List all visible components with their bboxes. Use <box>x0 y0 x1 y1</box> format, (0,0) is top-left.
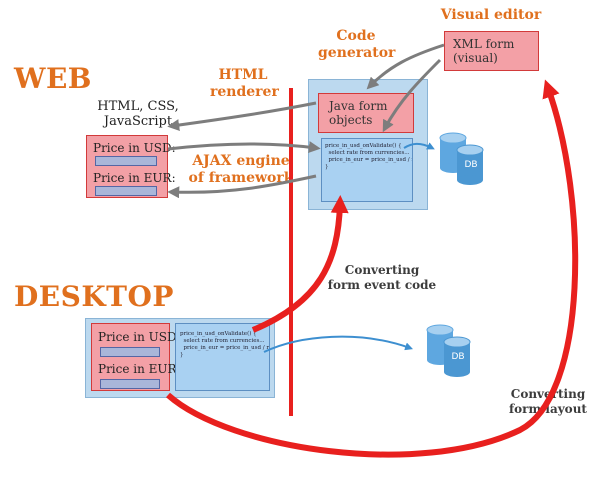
ajax-response-arrow <box>167 174 317 199</box>
code-generator-label: Code generator <box>318 28 396 61</box>
xml-form-line1: XML form <box>453 37 515 51</box>
desktop-eur-input[interactable] <box>100 379 160 389</box>
java-form-line1: Java form <box>329 99 388 113</box>
converting-event-label: Converting form event code <box>327 263 437 292</box>
desktop-db-label: DB <box>451 352 465 362</box>
desktop-code-line1: price_in_usd_onValidate() { <box>180 331 257 337</box>
code-gen-arrow <box>366 43 445 90</box>
desktop-form-box: Price in USD: Price in EUR: <box>91 323 181 391</box>
xml-form-line2: (visual) <box>453 51 498 65</box>
desktop-db-arrow <box>263 335 414 353</box>
xml-to-java-arrow <box>382 58 442 133</box>
web-usd-label: Price in USD: <box>93 141 176 155</box>
web-code-line4: } <box>325 164 329 170</box>
desktop-eur-label: Price in EUR: <box>98 362 181 376</box>
desktop-usd-label: Price in USD: <box>98 330 181 344</box>
html-renderer-arrow <box>167 101 317 131</box>
web-title: WEB <box>14 62 92 95</box>
java-form-box: Java form objects <box>318 93 414 133</box>
web-code-panel: price_in_usd_onValidate() { select rate … <box>321 138 413 202</box>
web-code-line2: select rate from currencies... <box>325 150 410 156</box>
web-code-line1: price_in_usd_onValidate() { <box>325 143 402 149</box>
web-eur-input[interactable] <box>95 186 157 196</box>
web-db-arrow <box>403 142 435 150</box>
web-form-box: Price in USD: Price in EUR: <box>86 135 176 198</box>
desktop-code-panel: price_in_usd_onValidate() { select rate … <box>175 323 270 391</box>
converting-layout-label: Converting form layout <box>509 387 587 416</box>
web-db-icon <box>439 132 484 185</box>
desktop-usd-input[interactable] <box>100 347 160 357</box>
html-renderer-label: HTML renderer <box>210 67 279 100</box>
ajax-request-arrow <box>167 141 321 154</box>
web-eur-label: Price in EUR: <box>93 171 176 185</box>
desktop-db-icon <box>426 324 471 377</box>
desktop-code-line4: } <box>180 352 184 358</box>
ajax-engine-label: AJAX engine of framework <box>188 153 294 186</box>
html-css-js-label: HTML, CSS, JavaScript <box>97 99 179 129</box>
web-db-label: DB <box>464 160 478 170</box>
convert-layout-arrow <box>166 79 579 458</box>
java-form-line2: objects <box>329 113 373 127</box>
desktop-code-line2: select rate from currencies... <box>180 338 265 344</box>
web-usd-input[interactable] <box>95 156 157 166</box>
xml-form-box: XML form (visual) <box>444 31 539 71</box>
desktop-title: DESKTOP <box>14 280 174 313</box>
visual-editor-label: Visual editor <box>440 7 542 23</box>
convert-event-arrow <box>251 195 349 333</box>
